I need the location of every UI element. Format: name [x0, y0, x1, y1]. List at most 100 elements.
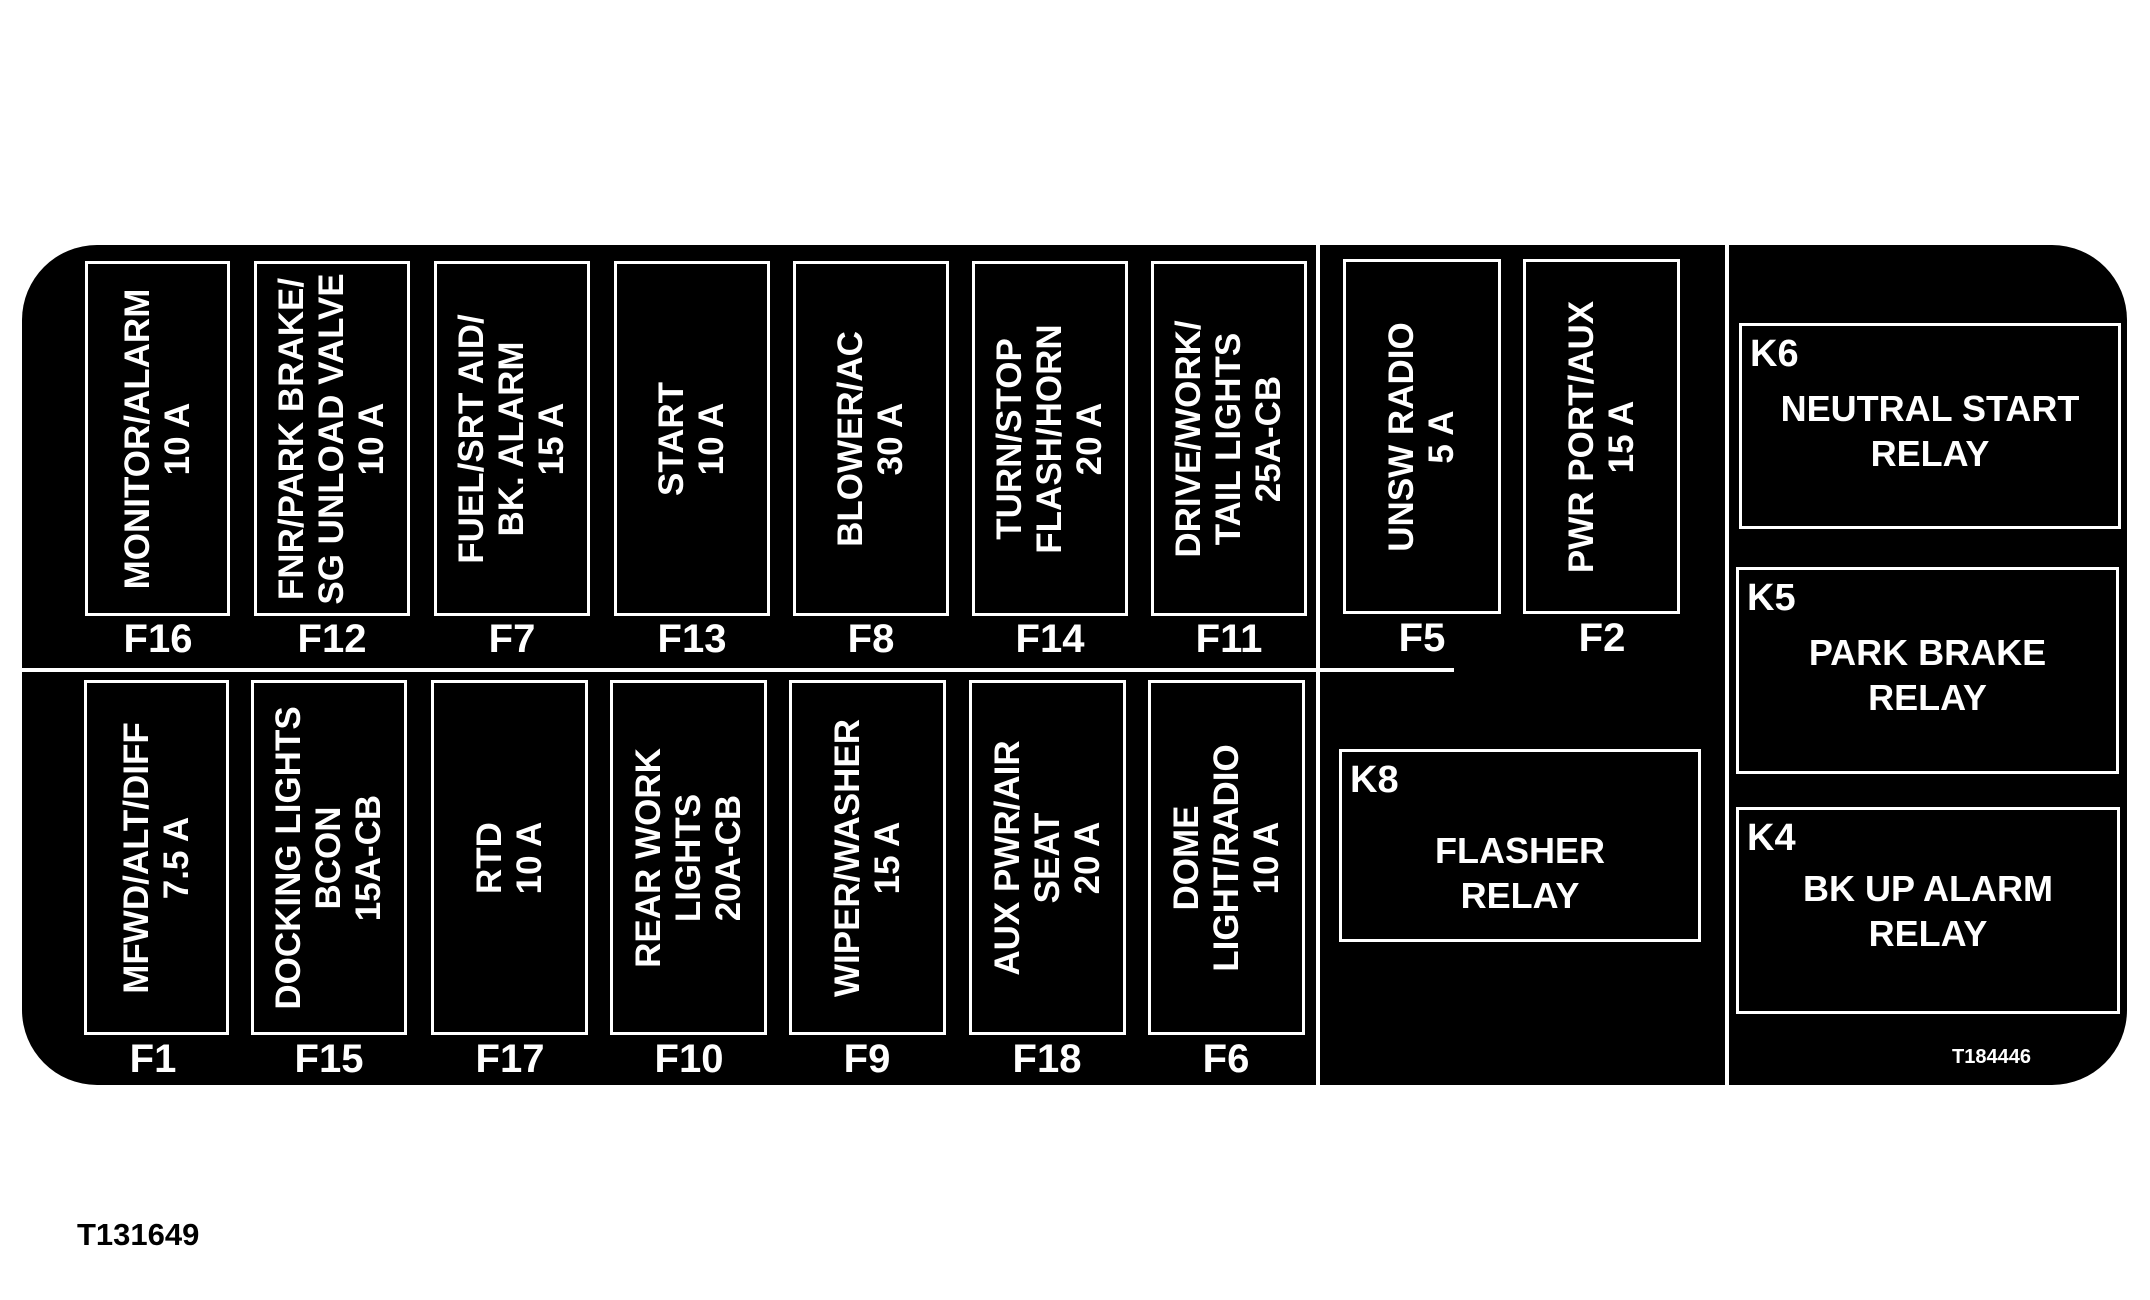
fuse-f16-line-1: MONITOR/ALARM — [117, 288, 157, 589]
fuse-panel: MONITOR/ALARM 10 A F16 FNR/PARK BRAKE/ S… — [22, 245, 2127, 1085]
fuse-f10-line-1: REAR WORK — [628, 747, 668, 968]
fuse-f6-line-1: DOME — [1166, 805, 1206, 911]
fuse-f14-line-1: TURN/STOP — [990, 337, 1029, 540]
relay-k6-label: NEUTRAL START RELAY — [1742, 386, 2118, 476]
fuse-f13-id: F13 — [657, 617, 727, 661]
fuse-f8-label: BLOWER/AC 30 A — [831, 331, 911, 547]
fuse-f12: FNR/PARK BRAKE/ SG UNLOAD VALVE 10 A — [254, 261, 410, 616]
fuse-f2-line-1: PWR PORT/AUX — [1561, 300, 1601, 573]
relay-k6-line-1: NEUTRAL START — [1780, 388, 2080, 429]
fuse-f18-id: F18 — [1012, 1037, 1082, 1081]
fuse-f2: PWR PORT/AUX 15 A — [1523, 259, 1680, 614]
fuse-f17: RTD 10 A — [431, 680, 588, 1035]
relay-k4-line-2: RELAY — [1868, 913, 1988, 954]
fuse-f1: MFWD/ALT/DIFF 7.5 A — [84, 680, 229, 1035]
fuse-f6-id: F6 — [1202, 1037, 1250, 1081]
horizontal-divider-left — [22, 668, 1454, 672]
fuse-f18-line-3: 20 A — [1067, 821, 1107, 894]
fuse-f6-label: DOME LIGHT/RADIO 10 A — [1167, 744, 1287, 971]
fuse-f15-label: DOCKING LIGHTS BCON 15A-CB — [269, 706, 389, 1009]
relay-k5-line-1: PARK BRAKE — [1808, 632, 2047, 673]
fuse-f2-id: F2 — [1578, 616, 1626, 660]
fuse-f7-line-1: FUEL/SRT AID/ — [452, 313, 491, 564]
fuse-f10-line-3: 20A-CB — [708, 794, 748, 921]
fuse-f11-line-1: DRIVE/WORK/ — [1169, 319, 1208, 558]
fuse-f5: UNSW RADIO 5 A — [1343, 259, 1501, 614]
panel-code: T184446 — [1952, 1046, 2031, 1068]
relay-k4-id: K4 — [1747, 817, 1796, 859]
vertical-divider-right — [1725, 245, 1729, 1085]
fuse-f10-label: REAR WORK LIGHTS 20A-CB — [629, 748, 749, 968]
fuse-f12-id: F12 — [297, 617, 367, 661]
fuse-f14-id: F14 — [1015, 617, 1085, 661]
fuse-f8-id: F8 — [847, 617, 895, 661]
fuse-f1-line-1: MFWD/ALT/DIFF — [116, 721, 156, 994]
relay-k8-id: K8 — [1350, 759, 1399, 801]
fuse-f15-line-1: DOCKING LIGHTS — [269, 705, 308, 1010]
fuse-f13-line-2: 10 A — [692, 402, 731, 475]
relay-k5-label: PARK BRAKE RELAY — [1739, 630, 2116, 720]
fuse-f5-label: UNSW RADIO 5 A — [1382, 322, 1462, 551]
fuse-f18-label: AUX PWR/AIR SEAT 20 A — [988, 740, 1108, 975]
relay-k5-line-2: RELAY — [1868, 677, 1987, 718]
fuse-f9-label: WIPER/WASHER 15 A — [828, 718, 908, 996]
relay-k6: K6 NEUTRAL START RELAY — [1739, 323, 2121, 529]
relay-k8-line-2: RELAY — [1460, 875, 1580, 916]
fuse-f17-id: F17 — [475, 1037, 545, 1081]
fuse-f7-line-3: 15 A — [532, 402, 571, 475]
fuse-f17-line-1: RTD — [469, 821, 509, 894]
fuse-f2-line-2: 15 A — [1601, 400, 1641, 473]
fuse-f18: AUX PWR/AIR SEAT 20 A — [969, 680, 1126, 1035]
fuse-f8: BLOWER/AC 30 A — [793, 261, 949, 616]
fuse-f9-line-1: WIPER/WASHER — [827, 718, 867, 997]
fuse-f15-id: F15 — [294, 1037, 364, 1081]
fuse-f15-line-3: 15A-CB — [349, 794, 388, 921]
fuse-f14-line-2: FLASH/HORN — [1030, 323, 1069, 554]
fuse-f10: REAR WORK LIGHTS 20A-CB — [610, 680, 767, 1035]
fuse-f9: WIPER/WASHER 15 A — [789, 680, 946, 1035]
fuse-f7: FUEL/SRT AID/ BK. ALARM 15 A — [434, 261, 590, 616]
fuse-f12-line-2: SG UNLOAD VALVE — [312, 272, 351, 605]
relay-k8: K8 FLASHER RELAY — [1339, 749, 1701, 942]
fuse-f6-line-3: 10 A — [1246, 821, 1286, 894]
relay-k5-id: K5 — [1747, 577, 1796, 619]
fuse-f11: DRIVE/WORK/ TAIL LIGHTS 25A-CB — [1151, 261, 1307, 616]
document-code: T131649 — [77, 1217, 200, 1252]
fuse-f8-line-1: BLOWER/AC — [831, 330, 870, 547]
fuse-f13: START 10 A — [614, 261, 770, 616]
fuse-f1-id: F1 — [129, 1037, 177, 1081]
fuse-f9-id: F9 — [843, 1037, 891, 1081]
relay-k4-label: BK UP ALARM RELAY — [1739, 866, 2117, 956]
fuse-f13-line-1: START — [652, 381, 691, 496]
fuse-f12-line-3: 10 A — [352, 402, 391, 475]
fuse-f6-line-2: LIGHT/RADIO — [1206, 743, 1246, 972]
relay-k4-line-1: BK UP ALARM — [1803, 868, 2053, 909]
fuse-f10-line-2: LIGHTS — [668, 793, 708, 922]
fuse-f18-line-1: AUX PWR/AIR — [987, 739, 1027, 976]
fuse-f7-line-2: BK. ALARM — [492, 340, 531, 537]
fuse-f17-label: RTD 10 A — [470, 821, 550, 894]
fuse-f12-line-1: FNR/PARK BRAKE/ — [272, 277, 311, 600]
relay-k5: K5 PARK BRAKE RELAY — [1736, 567, 2119, 774]
fuse-f16-label: MONITOR/ALARM 10 A — [118, 288, 198, 589]
fuse-f16-line-2: 10 A — [157, 402, 197, 475]
fuse-f5-id: F5 — [1398, 616, 1446, 660]
fuse-f11-id: F11 — [1195, 617, 1263, 661]
relay-k4: K4 BK UP ALARM RELAY — [1736, 807, 2120, 1014]
fuse-f7-id: F7 — [488, 617, 536, 661]
fuse-f1-line-2: 7.5 A — [156, 816, 196, 899]
relay-k8-label: FLASHER RELAY — [1342, 828, 1698, 918]
fuse-f14: TURN/STOP FLASH/HORN 20 A — [972, 261, 1128, 616]
fuse-f13-label: START 10 A — [652, 381, 732, 495]
relay-k6-line-2: RELAY — [1870, 433, 1990, 474]
fuse-f5-line-1: UNSW RADIO — [1382, 321, 1421, 552]
fuse-f14-line-3: 20 A — [1070, 402, 1109, 475]
fuse-f10-id: F10 — [654, 1037, 724, 1081]
fuse-f9-line-2: 15 A — [867, 821, 907, 894]
fuse-f15-line-2: BCON — [309, 805, 348, 910]
fuse-f5-line-2: 5 A — [1422, 409, 1461, 464]
fuse-f6: DOME LIGHT/RADIO 10 A — [1148, 680, 1305, 1035]
relay-k6-id: K6 — [1750, 333, 1799, 375]
fuse-f12-label: FNR/PARK BRAKE/ SG UNLOAD VALVE 10 A — [272, 273, 392, 604]
fuse-f16: MONITOR/ALARM 10 A — [85, 261, 230, 616]
